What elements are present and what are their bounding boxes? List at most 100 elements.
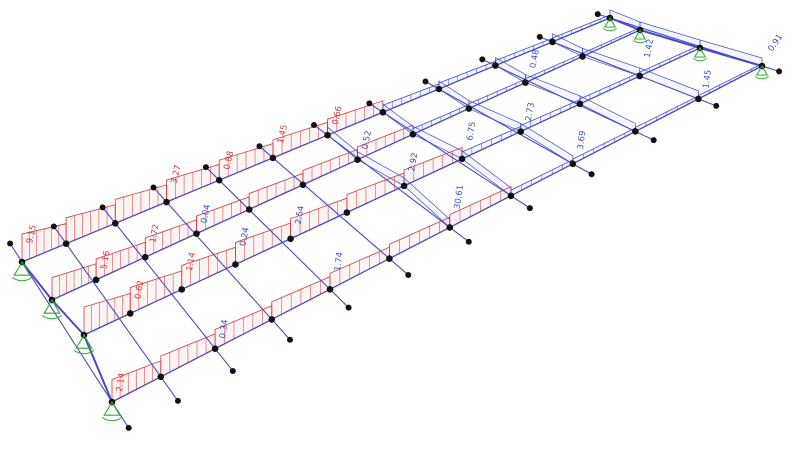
joint-node-icon: [141, 253, 149, 261]
value-label: 3.69: [576, 130, 588, 150]
cross-girder-diagram: [403, 177, 451, 229]
joint-node-icon: [366, 100, 373, 107]
pinned-support-icon: [41, 298, 63, 320]
joint-node-icon: [178, 286, 186, 293]
cross-girder: [53, 226, 179, 402]
value-label: 0.24: [239, 227, 252, 247]
value-label: 1.74: [333, 252, 345, 272]
cross-girder: [153, 187, 291, 341]
joint-node-icon: [126, 310, 134, 317]
joint-node-icon: [517, 128, 525, 135]
joint-node-icon: [345, 304, 352, 311]
value-label: 2.54: [294, 205, 307, 225]
joint-node-icon: [287, 235, 294, 243]
cross-girder-diagram: [438, 80, 470, 110]
joint-node-icon: [111, 219, 119, 227]
joint-node-icon: [202, 164, 209, 171]
value-label: 0.62: [133, 280, 146, 300]
longitudinal-beam: [51, 29, 641, 301]
cross-girder-diagram: [699, 39, 763, 67]
joint-node-icon: [269, 154, 277, 162]
joint-node-icon: [150, 184, 157, 191]
value-label: 30.61: [453, 184, 466, 209]
frame-members-layer: [9, 13, 780, 429]
joint-node-icon: [326, 286, 334, 293]
cross-girder: [259, 145, 409, 276]
cross-girder: [9, 243, 130, 429]
joint-node-icon: [465, 105, 473, 112]
joint-node-icon: [310, 121, 317, 128]
value-label: 2.92: [407, 152, 420, 172]
joint-node-icon: [386, 255, 393, 262]
diagram-fill-layer: [21, 9, 763, 403]
value-label: 1.14: [185, 252, 198, 272]
joint-node-icon: [405, 271, 412, 278]
value-label: 0.66: [331, 105, 345, 126]
longitudinal-beam: [83, 47, 701, 336]
joint-node-icon: [549, 38, 556, 46]
joint-node-icon: [174, 397, 181, 404]
supports-layer: [11, 16, 770, 422]
joint-node-icon: [354, 156, 361, 163]
joint-node-icon: [245, 206, 253, 213]
value-label: 6.75: [465, 121, 478, 141]
end-diaphragm: [609, 17, 763, 67]
joint-node-icon: [256, 143, 263, 150]
joint-node-icon: [650, 137, 657, 144]
value-label: 5.16: [99, 250, 112, 270]
cross-girder: [205, 166, 349, 309]
pinned-support-icon: [692, 46, 708, 62]
joint-node-icon: [422, 78, 429, 85]
joint-node-icon: [479, 56, 486, 63]
cross-girder: [425, 81, 592, 175]
joint-node-icon: [695, 95, 702, 103]
joint-node-icon: [458, 155, 466, 163]
end-diaphragm: [21, 261, 113, 403]
joint-node-icon: [632, 128, 639, 135]
cross-girder-diagram: [639, 67, 699, 100]
joint-nodes-layer: [7, 11, 783, 431]
value-label: 0.48: [529, 49, 542, 69]
cross-girder-diagram: [382, 103, 414, 135]
cross-girder: [482, 58, 654, 141]
value-label: 0.04: [200, 204, 213, 224]
value-label: 0.34: [218, 319, 230, 339]
joint-node-icon: [268, 316, 276, 323]
joint-node-icon: [99, 204, 106, 211]
longitudinal-beam: [111, 65, 763, 403]
joint-node-icon: [536, 33, 543, 40]
pinned-support-icon: [11, 260, 33, 282]
value-label: 1.72: [148, 223, 161, 243]
joint-node-icon: [579, 53, 586, 60]
pinned-support-icon: [101, 400, 123, 422]
cross-girder: [369, 102, 531, 209]
joint-node-icon: [507, 192, 515, 200]
joint-node-icon: [409, 130, 417, 138]
value-label: 1.45: [701, 69, 713, 89]
cross-girder-diagram: [520, 122, 574, 165]
joint-node-icon: [636, 72, 644, 80]
joint-node-icon: [465, 238, 472, 245]
joint-node-icon: [92, 276, 100, 284]
joint-node-icon: [379, 108, 387, 116]
value-labels-layer: 0.52 2.92 30.61 2.73 3.69 0.24 0.04 2.54 1.74 0.3…: [25, 32, 785, 392]
joint-node-icon: [215, 176, 223, 184]
joint-node-icon: [299, 181, 307, 189]
cross-girder-diagram: [495, 56, 526, 84]
cross-girder: [539, 36, 717, 107]
joint-node-icon: [776, 68, 783, 75]
joint-node-icon: [157, 373, 165, 381]
joint-node-icon: [526, 205, 533, 212]
joint-node-icon: [594, 11, 601, 18]
value-label: 9.15: [25, 224, 39, 245]
cross-girder-diagram: [552, 33, 583, 57]
joint-node-icon: [125, 424, 132, 431]
value-label: 2.73: [524, 102, 537, 122]
joint-node-icon: [435, 85, 443, 93]
joint-node-icon: [324, 131, 331, 139]
pinned-support-icon: [73, 333, 95, 355]
cross-girder: [313, 124, 470, 243]
value-label: 0.52: [361, 130, 374, 150]
joint-node-icon: [62, 240, 70, 247]
